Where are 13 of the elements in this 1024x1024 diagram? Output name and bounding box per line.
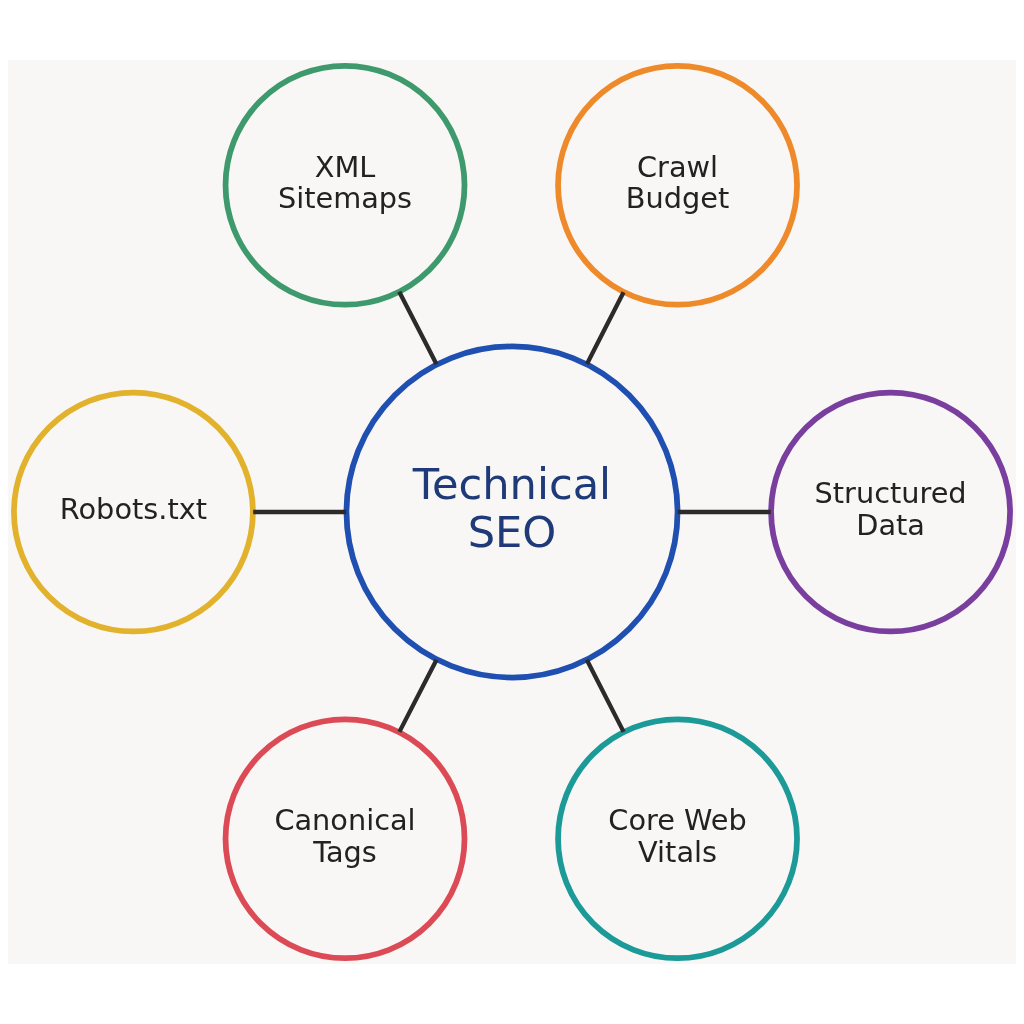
- connector: [397, 290, 439, 366]
- node-circle: Canonical Tags: [222, 716, 468, 962]
- connector: [584, 658, 626, 733]
- connector: [397, 658, 439, 733]
- connector: [585, 291, 626, 365]
- node-circle: Technical SEO: [343, 343, 681, 681]
- node-circle: Core Web Vitals: [555, 716, 800, 962]
- node-circle: Structured Data: [768, 389, 1013, 635]
- node-circle: Crawl Budget: [555, 62, 800, 308]
- connector: [253, 509, 347, 515]
- node-circle: XML Sitemaps: [222, 62, 468, 308]
- connector: [677, 509, 771, 515]
- node-circle: Robots.txt: [11, 389, 256, 635]
